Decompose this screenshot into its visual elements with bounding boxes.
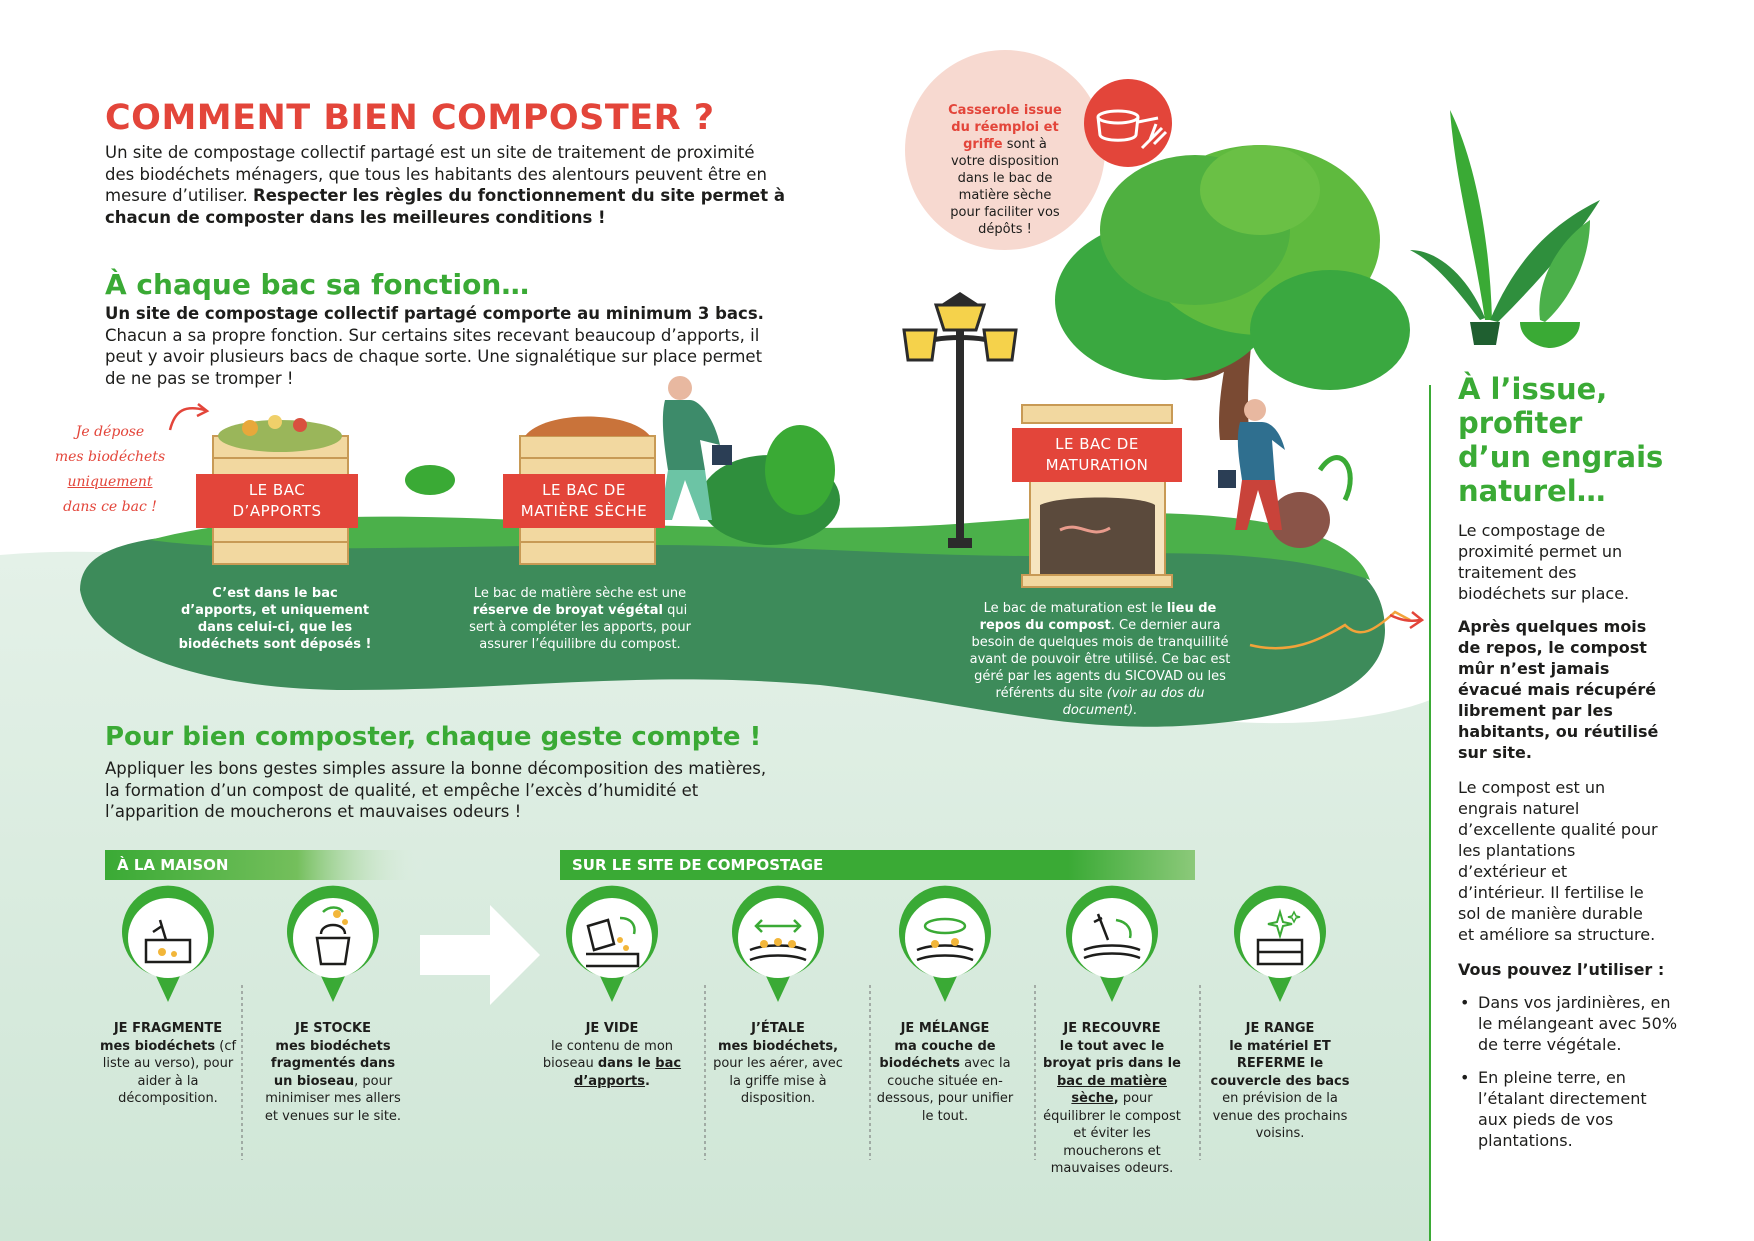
squiggle-arrow bbox=[1249, 610, 1411, 650]
step-icon-range bbox=[1234, 885, 1326, 1002]
lamp-post-illustration bbox=[902, 292, 1018, 548]
rock bbox=[1270, 492, 1330, 548]
handwritten-note: Je dépose mes biodéchets uniquement dans… bbox=[54, 424, 166, 515]
plant-illustration bbox=[1410, 110, 1600, 348]
bar-site-bg bbox=[560, 850, 1195, 880]
step-icon-melange bbox=[899, 885, 991, 1002]
step-description: ma couche de biodéchets avec la couche s… bbox=[876, 1038, 1014, 1124]
list-item: En pleine terre, en l’étalant directemen… bbox=[1458, 1067, 1678, 1151]
step-heading: JE MÉLANGE bbox=[900, 1021, 990, 1036]
bar-home-label: À LA MAISON bbox=[117, 856, 229, 874]
bar-site-label: SUR LE SITE DE COMPOSTAGE bbox=[572, 856, 824, 874]
section-heading-bacs: À chaque bac sa fonction… bbox=[105, 268, 530, 301]
tree-illustration bbox=[1055, 145, 1410, 440]
bin-maturation-illustration bbox=[1021, 404, 1173, 588]
right-heading: À l’issue, profiter d’un engrais naturel… bbox=[1458, 372, 1664, 508]
big-arrow-icon bbox=[420, 905, 540, 1005]
right-paragraph-2: Après quelques mois de repos, le compost… bbox=[1458, 617, 1659, 762]
right-column: À l’issue, profiter d’un engrais naturel… bbox=[1458, 372, 1728, 1163]
section-heading-gestes: Pour bien composter, chaque geste compte… bbox=[105, 722, 762, 752]
step-icon-recouvre bbox=[1066, 885, 1158, 1002]
casserole-icon bbox=[1096, 109, 1168, 150]
step-heading: JE VIDE bbox=[585, 1021, 639, 1036]
step-description: le tout avec le broyat pris dans le bac … bbox=[1043, 1038, 1181, 1177]
step-heading: JE FRAGMENTE bbox=[113, 1021, 223, 1036]
step-heading: JE RECOUVRE bbox=[1063, 1021, 1161, 1036]
person-illustration bbox=[660, 376, 732, 520]
step-icon-stocke bbox=[287, 885, 379, 1002]
bubble-text: Casserole issue du réemploi et griffe so… bbox=[948, 103, 1062, 237]
step-heading: JE RANGE bbox=[1245, 1021, 1315, 1036]
list-item: Dans vos jardinières, en le mélangeant a… bbox=[1458, 992, 1678, 1055]
step-range: JE RANGE le matériel ET REFERME le couver… bbox=[1208, 1020, 1352, 1143]
step-heading: JE STOCKE bbox=[294, 1021, 372, 1036]
bacs-paragraph: Un site de compostage collectif partagé … bbox=[105, 304, 764, 388]
step-vide: JE VIDE le contenu de mon bioseau dans le… bbox=[540, 1020, 684, 1090]
step-icon-fragment bbox=[122, 885, 214, 1002]
step-icon-etale bbox=[732, 885, 824, 1002]
step-description: mes biodéchets (cf liste au verso), pour… bbox=[99, 1038, 237, 1107]
handwritten-arrow-head bbox=[196, 403, 210, 418]
page-title: COMMENT BIEN COMPOSTER ? bbox=[105, 98, 715, 138]
step-recouvre: JE RECOUVRE le tout avec le broyat pris d… bbox=[1040, 1020, 1184, 1178]
pale-green-background bbox=[0, 551, 1430, 1241]
step-description: le contenu de mon bioseau dans le bac d’… bbox=[542, 1038, 682, 1089]
fern bbox=[1317, 455, 1353, 502]
gestes-paragraph: Appliquer les bons gestes simples assure… bbox=[105, 759, 767, 821]
bin-note-apports: C’est dans le bac d’apports, et uniqueme… bbox=[178, 586, 372, 652]
step-stocke: JE STOCKE mes biodéchets fragmentés dans … bbox=[261, 1020, 405, 1125]
step-melange: JE MÉLANGE ma couche de biodéchets avec l… bbox=[873, 1020, 1017, 1125]
bar-home-bg bbox=[105, 850, 425, 880]
step-heading: J’ÉTALE bbox=[751, 1021, 805, 1036]
leaf bbox=[405, 465, 455, 495]
right-bullet-list: Dans vos jardinières, en le mélangeant a… bbox=[1458, 992, 1678, 1151]
right-paragraph-1: Le compostage de proximité permet un tra… bbox=[1458, 521, 1630, 603]
squiggle-arrow-red bbox=[1389, 613, 1421, 623]
bin-note-maturation: Le bac de maturation est le lieu de repo… bbox=[969, 601, 1231, 718]
person-illustration bbox=[1218, 399, 1285, 530]
step-etale: J’ÉTALE mes biodéchets, pour les aérer, a… bbox=[706, 1020, 850, 1108]
handwritten-arrow bbox=[168, 406, 206, 431]
bush bbox=[765, 425, 835, 515]
step-fragment: JE FRAGMENTE mes biodéchets (cf liste au … bbox=[96, 1020, 240, 1108]
intro-paragraph: Un site de compostage collectif partagé … bbox=[105, 143, 785, 227]
right-paragraph-4: Vous pouvez l’utiliser : bbox=[1458, 960, 1665, 979]
step-description: mes biodéchets fragmentés dans un biosea… bbox=[264, 1038, 402, 1124]
step-description: mes biodéchets, pour les aérer, avec la … bbox=[713, 1038, 843, 1107]
right-paragraph-3: Le compost est un engrais naturel d’exce… bbox=[1458, 778, 1658, 944]
step-icon-vide bbox=[566, 885, 658, 1002]
step-description: le matériel ET REFERME le couvercle des … bbox=[1210, 1038, 1350, 1142]
bin-note-matiere-seche: Le bac de matière sèche est une réserve … bbox=[469, 586, 691, 652]
bubble-circle bbox=[905, 50, 1105, 250]
